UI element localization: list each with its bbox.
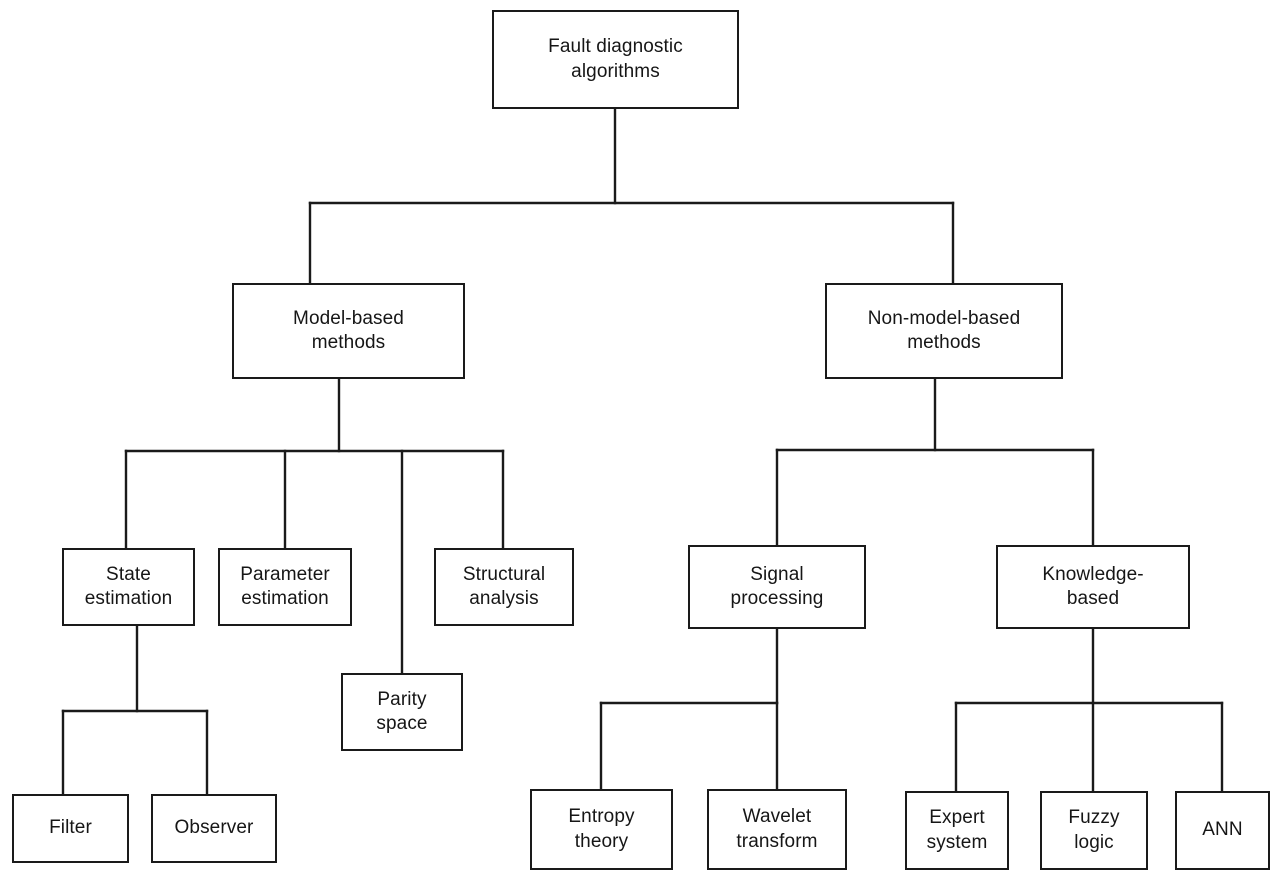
node-wavelet-transform[interactable]: Wavelet transform	[707, 789, 847, 870]
node-parity-space[interactable]: Parity space	[341, 673, 463, 751]
node-observer[interactable]: Observer	[151, 794, 277, 863]
node-non-model-based-methods[interactable]: Non-model-based methods	[825, 283, 1063, 379]
node-parameter-estimation[interactable]: Parameter estimation	[218, 548, 352, 626]
node-state-estimation[interactable]: State estimation	[62, 548, 195, 626]
node-fault-diagnostic-algorithms[interactable]: Fault diagnostic algorithms	[492, 10, 739, 109]
node-entropy-theory[interactable]: Entropy theory	[530, 789, 673, 870]
node-expert-system[interactable]: Expert system	[905, 791, 1009, 870]
node-ann[interactable]: ANN	[1175, 791, 1270, 870]
node-knowledge-based[interactable]: Knowledge- based	[996, 545, 1190, 629]
node-fuzzy-logic[interactable]: Fuzzy logic	[1040, 791, 1148, 870]
node-structural-analysis[interactable]: Structural analysis	[434, 548, 574, 626]
node-model-based-methods[interactable]: Model-based methods	[232, 283, 465, 379]
node-filter[interactable]: Filter	[12, 794, 129, 863]
node-signal-processing[interactable]: Signal processing	[688, 545, 866, 629]
